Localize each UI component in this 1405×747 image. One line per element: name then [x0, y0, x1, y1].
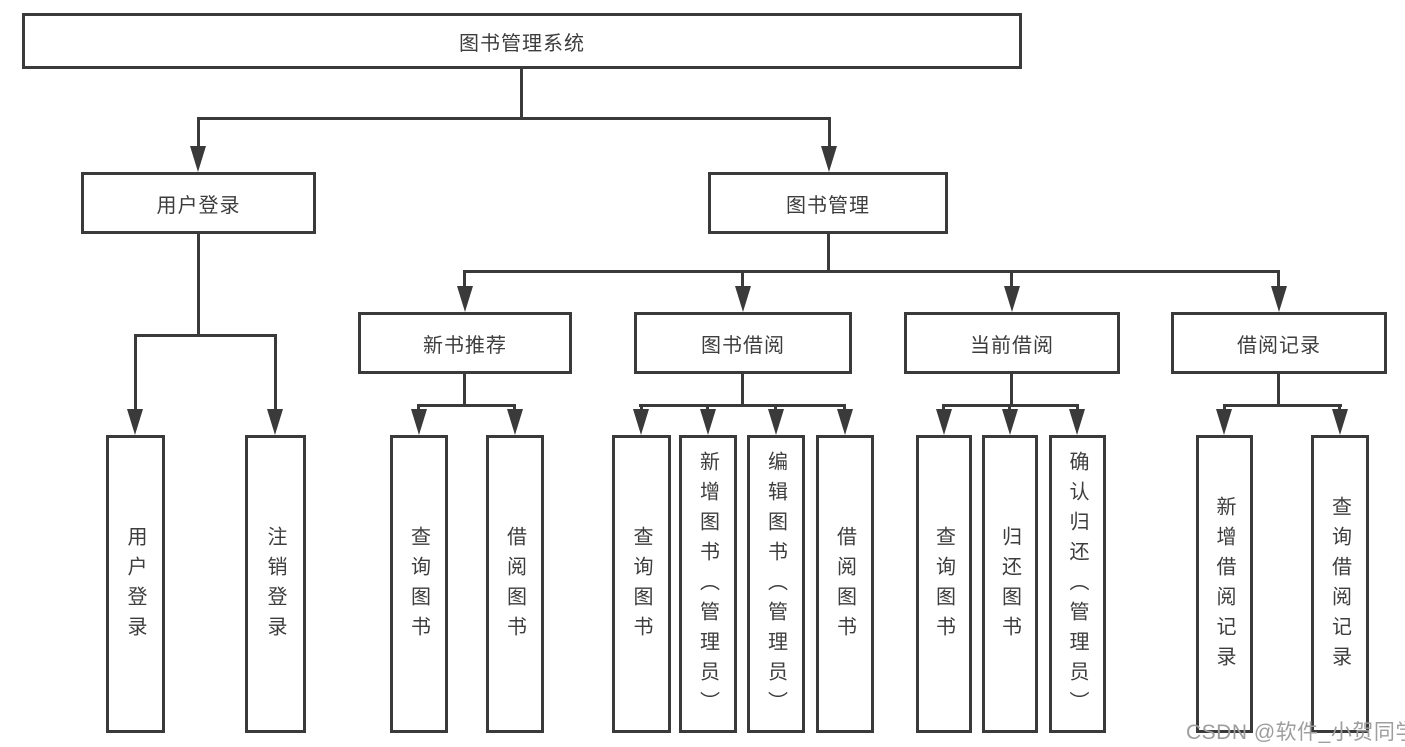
leaf-query-books-recommend: 查询图书: [390, 435, 448, 733]
connector-borrowing-records-bus: [1223, 404, 1342, 407]
connector-book-borrowing-stem: [741, 374, 744, 406]
connector-level2-bus: [198, 117, 830, 120]
leaf-return-books: 归还图书: [982, 435, 1038, 733]
arrowhead-query-books-borrowing: [633, 409, 649, 435]
connector-drop-user-login: [197, 117, 200, 150]
connector-new-book-bus: [417, 404, 516, 407]
connector-book-management-stem: [827, 234, 830, 272]
arrowhead-borrow-books-recommend: [507, 409, 523, 435]
leaf-query-books-borrowing: 查询图书: [612, 435, 671, 733]
connector-user-login-bus: [134, 334, 277, 337]
leaf-borrow-books-borrowing: 借阅图书: [816, 435, 874, 733]
leaf-add-book-admin: 新增图书（管理员）: [679, 435, 737, 733]
connector-drop-new-book: [463, 270, 466, 290]
arrowhead-query-books-recommend: [411, 409, 427, 435]
leaf-borrow-books-recommend: 借阅图书: [486, 435, 544, 733]
node-library-management-system: 图书管理系统: [22, 13, 1022, 69]
node-user-login: 用户登录: [81, 172, 316, 234]
arrowhead-book-borrowing: [735, 286, 751, 312]
connector-root-stem: [520, 69, 523, 119]
arrowhead-edit-book-admin: [768, 409, 784, 435]
leaf-user-login: 用户登录: [106, 435, 165, 733]
leaf-query-borrow-record: 查询借阅记录: [1311, 435, 1369, 733]
node-borrowing-records: 借阅记录: [1171, 312, 1387, 374]
connector-drop-current-borrowing: [1010, 270, 1013, 290]
connector-new-book-stem: [463, 374, 466, 406]
node-new-book-recommendation: 新书推荐: [358, 312, 572, 374]
arrowhead-add-borrow-record: [1216, 409, 1232, 435]
connector-drop-book-borrowing: [741, 270, 744, 290]
connector-drop-book-management: [828, 117, 831, 150]
connector-drop-borrowing-records: [1277, 270, 1280, 290]
arrowhead-leaf-user-login: [127, 409, 143, 435]
arrowhead-add-book-admin: [700, 409, 716, 435]
node-book-borrowing: 图书借阅: [634, 312, 852, 374]
node-current-borrowing: 当前借阅: [904, 312, 1120, 374]
connector-drop-leaf-user-login: [134, 334, 137, 412]
connector-borrowing-records-stem: [1277, 374, 1280, 406]
arrowhead-borrow-books-borrowing: [837, 409, 853, 435]
arrowhead-user-login: [190, 146, 206, 172]
arrowhead-query-borrow-record: [1332, 409, 1348, 435]
leaf-query-books-current: 查询图书: [916, 435, 972, 733]
arrowhead-confirm-return: [1069, 409, 1085, 435]
arrowhead-leaf-logout: [267, 409, 283, 435]
node-book-management: 图书管理: [708, 172, 948, 234]
arrowhead-new-book: [457, 286, 473, 312]
watermark-csdn: CSDN @软件_小贺同学: [1186, 721, 1405, 744]
arrowhead-borrowing-records: [1271, 286, 1287, 312]
connector-current-borrowing-stem: [1010, 374, 1013, 406]
leaf-confirm-return-admin: 确认归还（管理员）: [1049, 435, 1106, 733]
arrowhead-return-books: [1002, 409, 1018, 435]
connector-user-login-stem: [197, 234, 200, 336]
arrowhead-current-borrowing: [1004, 286, 1020, 312]
leaf-logout: 注销登录: [245, 435, 306, 733]
connector-drop-leaf-logout: [274, 334, 277, 412]
leaf-add-borrow-record: 新增借阅记录: [1196, 435, 1253, 733]
connector-book-borrowing-bus: [639, 404, 846, 407]
leaf-edit-book-admin: 编辑图书（管理员）: [747, 435, 805, 733]
arrowhead-query-books-current: [936, 409, 952, 435]
arrowhead-book-management: [821, 146, 837, 172]
connector-level3-bus: [464, 270, 1280, 273]
